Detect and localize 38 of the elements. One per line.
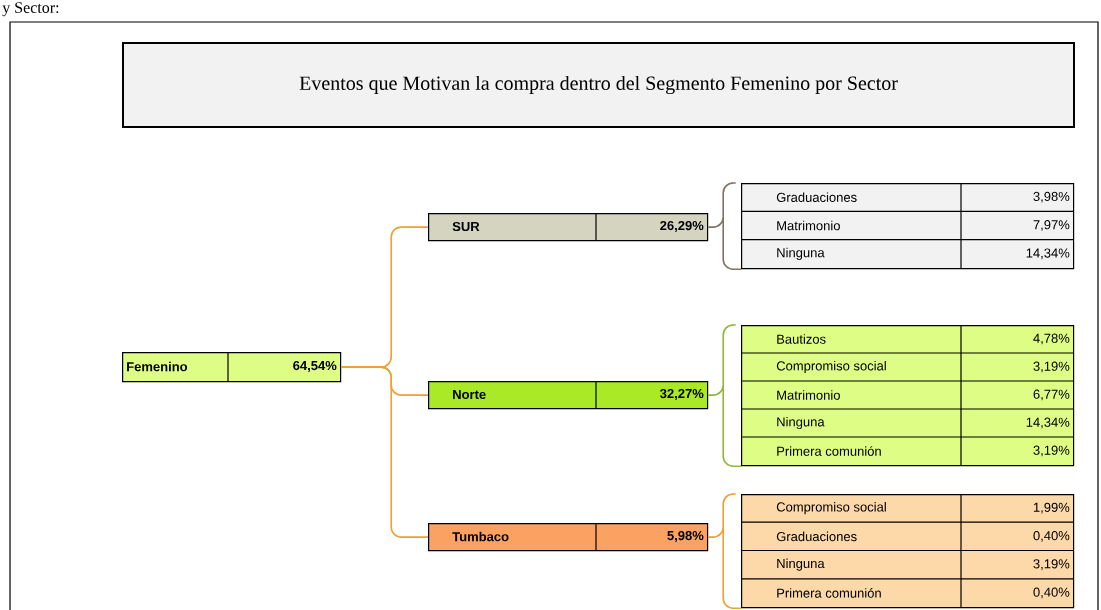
percentage-value: 0,40% <box>1033 587 1070 599</box>
event-label: Graduaciones <box>776 192 857 202</box>
category-label: Femenino <box>127 361 188 372</box>
event-label: Graduaciones <box>776 531 857 542</box>
event-label: Bautizos <box>777 334 826 344</box>
category-label: Norte <box>453 389 486 400</box>
percentage-value: 64,54% <box>293 360 337 373</box>
percentage-value: 4,78% <box>1033 333 1070 345</box>
percentage-value: 3,98% <box>1033 191 1070 203</box>
brace-connector <box>707 324 742 467</box>
percentage-value: 32,27% <box>660 388 704 401</box>
event-label: Primera comunión <box>777 588 881 598</box>
percentage-value: 5,98% <box>667 530 704 543</box>
percentage-value: 14,34% <box>1026 248 1070 260</box>
percentage-value: 6,77% <box>1033 389 1070 401</box>
event-label: Ninguna <box>777 558 825 571</box>
percentage-value: 0,40% <box>1033 531 1070 542</box>
event-label: Ninguna <box>777 247 825 260</box>
event-label: Compromiso social <box>776 360 886 374</box>
event-label: Ninguna <box>777 416 825 430</box>
brace-connector <box>707 182 742 270</box>
event-label: Compromiso social <box>776 502 886 515</box>
category-label: Tumbaco <box>452 531 509 542</box>
percentage-value: 3,19% <box>1033 559 1070 570</box>
title-box: Eventos que Motivan la compra dentro del Segmento Femenino por Sector <box>122 42 1075 128</box>
brace-connector <box>340 366 429 538</box>
brace-connector <box>707 493 742 609</box>
percentage-value: 3,19% <box>1033 445 1070 457</box>
percentage-value: 3,19% <box>1033 361 1070 373</box>
event-label: Primera comunión <box>777 446 881 456</box>
caption-text: y Sector: <box>2 2 59 17</box>
category-label: SUR <box>452 221 480 232</box>
event-label: Matrimonio <box>777 220 840 231</box>
percentage-value: 7,97% <box>1033 220 1070 231</box>
percentage-value: 14,34% <box>1026 417 1070 429</box>
percentage-value: 1,99% <box>1033 502 1070 514</box>
percentage-value: 26,29% <box>660 220 704 233</box>
event-label: Matrimonio <box>777 390 840 400</box>
